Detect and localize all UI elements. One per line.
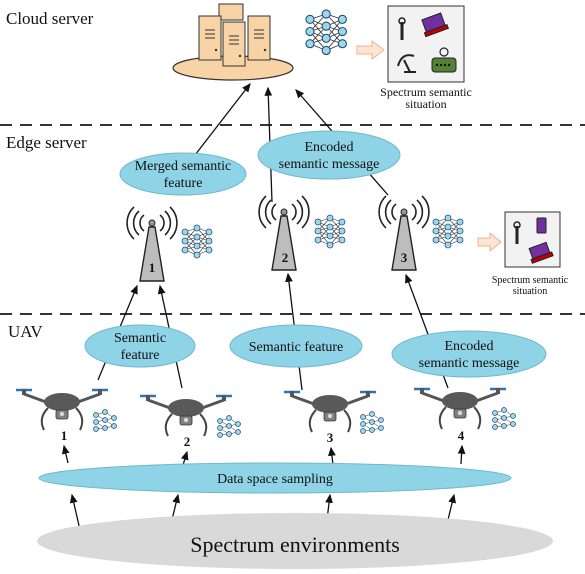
- cloud-layer-title: Cloud server: [6, 9, 94, 28]
- edge-2-neural-network-icon: [314, 214, 346, 249]
- merged-semantic-label: Merged semantic: [135, 159, 232, 174]
- uav-1-neural-network-icon: [93, 409, 117, 432]
- spectrum-environments-label: Spectrum environments: [190, 532, 400, 557]
- uav-semantic-bubble-middle: Semantic feature: [229, 324, 363, 368]
- edge-situation-label: Spectrum semantic: [492, 275, 569, 286]
- uav-drone-2-label: 2: [184, 434, 191, 449]
- uav-semantic-single-label: Semantic feature: [249, 340, 343, 355]
- base-station-3-label: 3: [401, 250, 408, 265]
- uav-encoded-label-line2: semantic message: [419, 356, 520, 371]
- uav-drone-4-label: 4: [458, 428, 465, 443]
- edge-encoded-label: Encoded: [305, 140, 354, 155]
- uav-2-neural-network-icon: [217, 415, 241, 438]
- edge-situation-label-line2: situation: [513, 286, 547, 297]
- merged-semantic-bubble: Merged semantic feature: [119, 152, 247, 196]
- uav-encoded-message-bubble: Encoded semantic message: [391, 330, 547, 378]
- edge-output-arrow: [477, 231, 502, 253]
- edge-encoded-message-bubble: Encoded semantic message: [257, 130, 401, 180]
- cloud-situation-panel: [387, 5, 465, 83]
- antenna-icon: [398, 17, 406, 40]
- edge-1-neural-network-icon: [181, 224, 213, 259]
- uav-encoded-label: Encoded: [445, 339, 494, 354]
- edge-3-neural-network-icon: [432, 214, 464, 249]
- cloud-situation-label: Spectrum semantic: [380, 85, 472, 99]
- data-space-sampling-label: Data space sampling: [217, 472, 333, 487]
- laptop-icon: [421, 12, 449, 38]
- uav-semantic-bubble-left: Semantic feature: [84, 324, 196, 368]
- base-station-2: 2: [258, 195, 310, 271]
- edge-situation-panel: [504, 211, 561, 268]
- base-station-1: 1: [126, 206, 178, 282]
- uav-drone-2: 2: [138, 393, 234, 449]
- edge-layer-title: Edge server: [6, 133, 87, 152]
- base-station-1-label: 1: [149, 260, 156, 275]
- cloud-situation-label-line2: situation: [405, 97, 446, 111]
- satellite-dish-icon: [397, 54, 416, 73]
- edge-encoded-label-line2: semantic message: [279, 157, 380, 172]
- base-station-2-label: 2: [282, 250, 289, 265]
- edge-antenna-icon: [513, 221, 521, 244]
- radio-device-icon: [431, 47, 457, 73]
- uav-drone-1-label: 1: [61, 428, 68, 443]
- cloud-neural-network-icon: [305, 9, 347, 56]
- uav-semantic-label: Semantic: [114, 331, 166, 346]
- uav-drone-3-label: 3: [327, 430, 334, 445]
- sampling-to-uav-arrows: [61, 444, 466, 466]
- data-space-sampling-band: Data space sampling: [38, 462, 512, 494]
- spectrum-environments: Spectrum environments: [37, 513, 553, 569]
- merged-semantic-label-line2: feature: [164, 176, 203, 191]
- uav-drone-1: 1: [14, 387, 110, 443]
- layer-dividers: [0, 124, 585, 315]
- cloud-output-arrow: [356, 40, 385, 60]
- base-station-3: 3: [378, 195, 430, 271]
- uav-4-neural-network-icon: [492, 407, 516, 430]
- uav-drone-3: 3: [282, 389, 378, 445]
- uav-drone-4: 4: [412, 386, 508, 443]
- edge-phone-icon: [536, 217, 547, 234]
- uav-semantic-label-line2: feature: [121, 348, 160, 363]
- cloud-server-cluster: [172, 3, 294, 81]
- edge-laptop-icon: [528, 241, 554, 264]
- uav-layer-title: UAV: [8, 322, 43, 341]
- uav-3-neural-network-icon: [360, 411, 384, 434]
